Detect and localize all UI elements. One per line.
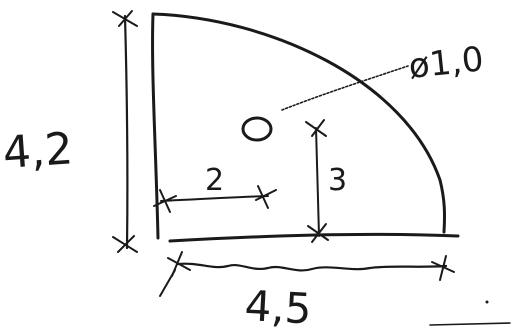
hole-circle [241, 116, 273, 142]
part-left-edge [151, 12, 160, 240]
part-curved-edge [151, 12, 446, 234]
dimension-width-label: 4,5 [243, 281, 312, 333]
x-offset-tick-left [153, 189, 177, 213]
dimension-y-offset-label: 3 [328, 163, 347, 198]
width-leader-slash [159, 269, 176, 297]
hole-leader-line [281, 65, 409, 111]
y-offset-dimension-line [315, 127, 320, 237]
y-offset-tick-bottom [307, 223, 329, 243]
x-offset-tick-right [255, 185, 277, 209]
stray-dot [485, 300, 489, 304]
dimension-x-offset-label: 2 [205, 163, 224, 198]
part-bottom-edge [168, 232, 460, 243]
width-dimension-line [176, 262, 448, 272]
width-dimension-tick-right [431, 255, 455, 281]
height-dimension-tick-top [112, 10, 138, 27]
stray-mark [429, 322, 511, 326]
height-dimension-tick-bottom [112, 235, 138, 253]
dimension-height-label: 4,2 [1, 123, 74, 179]
hole-diameter-label: ø1,0 [407, 39, 486, 87]
y-offset-tick-top [305, 119, 327, 137]
x-offset-dimension-line [160, 195, 269, 202]
height-dimension-line [123, 14, 129, 250]
